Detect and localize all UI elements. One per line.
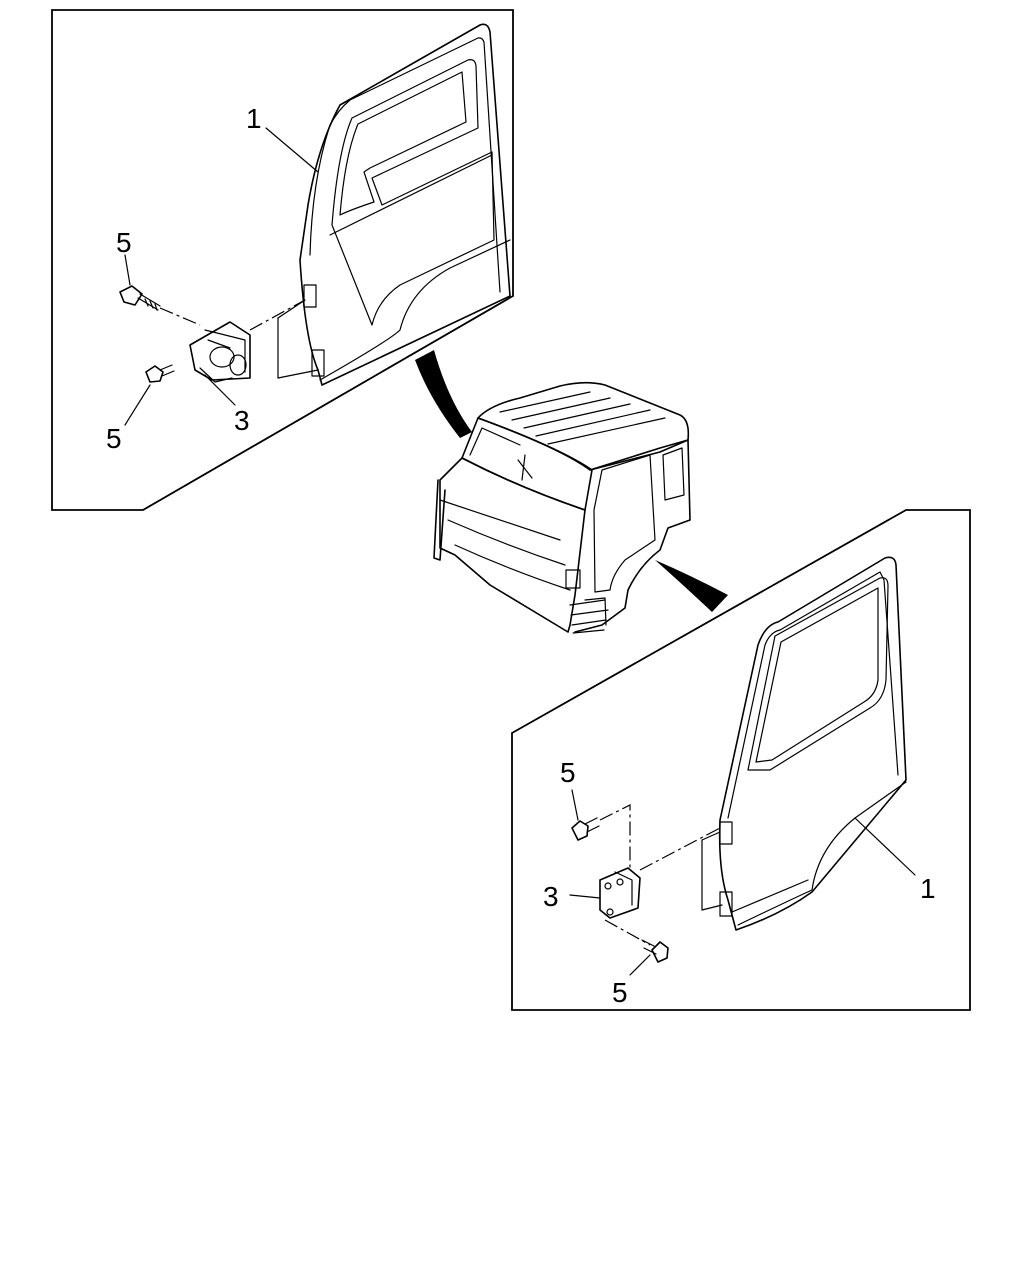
left-detail-panel: 1 5 5 3 xyxy=(51,9,514,511)
right-bolt-upper xyxy=(571,817,600,841)
left-bolt-lower xyxy=(145,364,175,383)
truck-cab xyxy=(433,381,691,634)
left-bolt-upper-callout: 5 xyxy=(116,227,132,258)
right-door xyxy=(701,556,907,931)
left-door xyxy=(277,23,511,386)
right-detail-panel: 5 3 5 1 xyxy=(511,509,971,1011)
right-hinge xyxy=(599,867,641,919)
arrow-to-left-door xyxy=(415,350,472,438)
left-bolt-lower-callout: 5 xyxy=(106,423,122,454)
left-hinge xyxy=(189,321,251,383)
right-door-callout: 1 xyxy=(920,873,936,904)
left-door-callout: 1 xyxy=(246,103,262,134)
right-bolt-lower-callout: 5 xyxy=(612,977,628,1008)
right-bolt-lower xyxy=(641,939,669,963)
left-bolt-upper xyxy=(119,285,161,311)
right-hinge-callout: 3 xyxy=(543,881,559,912)
arrow-to-right-door xyxy=(655,560,728,612)
right-bolt-upper-callout: 5 xyxy=(560,757,576,788)
left-hinge-callout: 3 xyxy=(234,405,250,436)
